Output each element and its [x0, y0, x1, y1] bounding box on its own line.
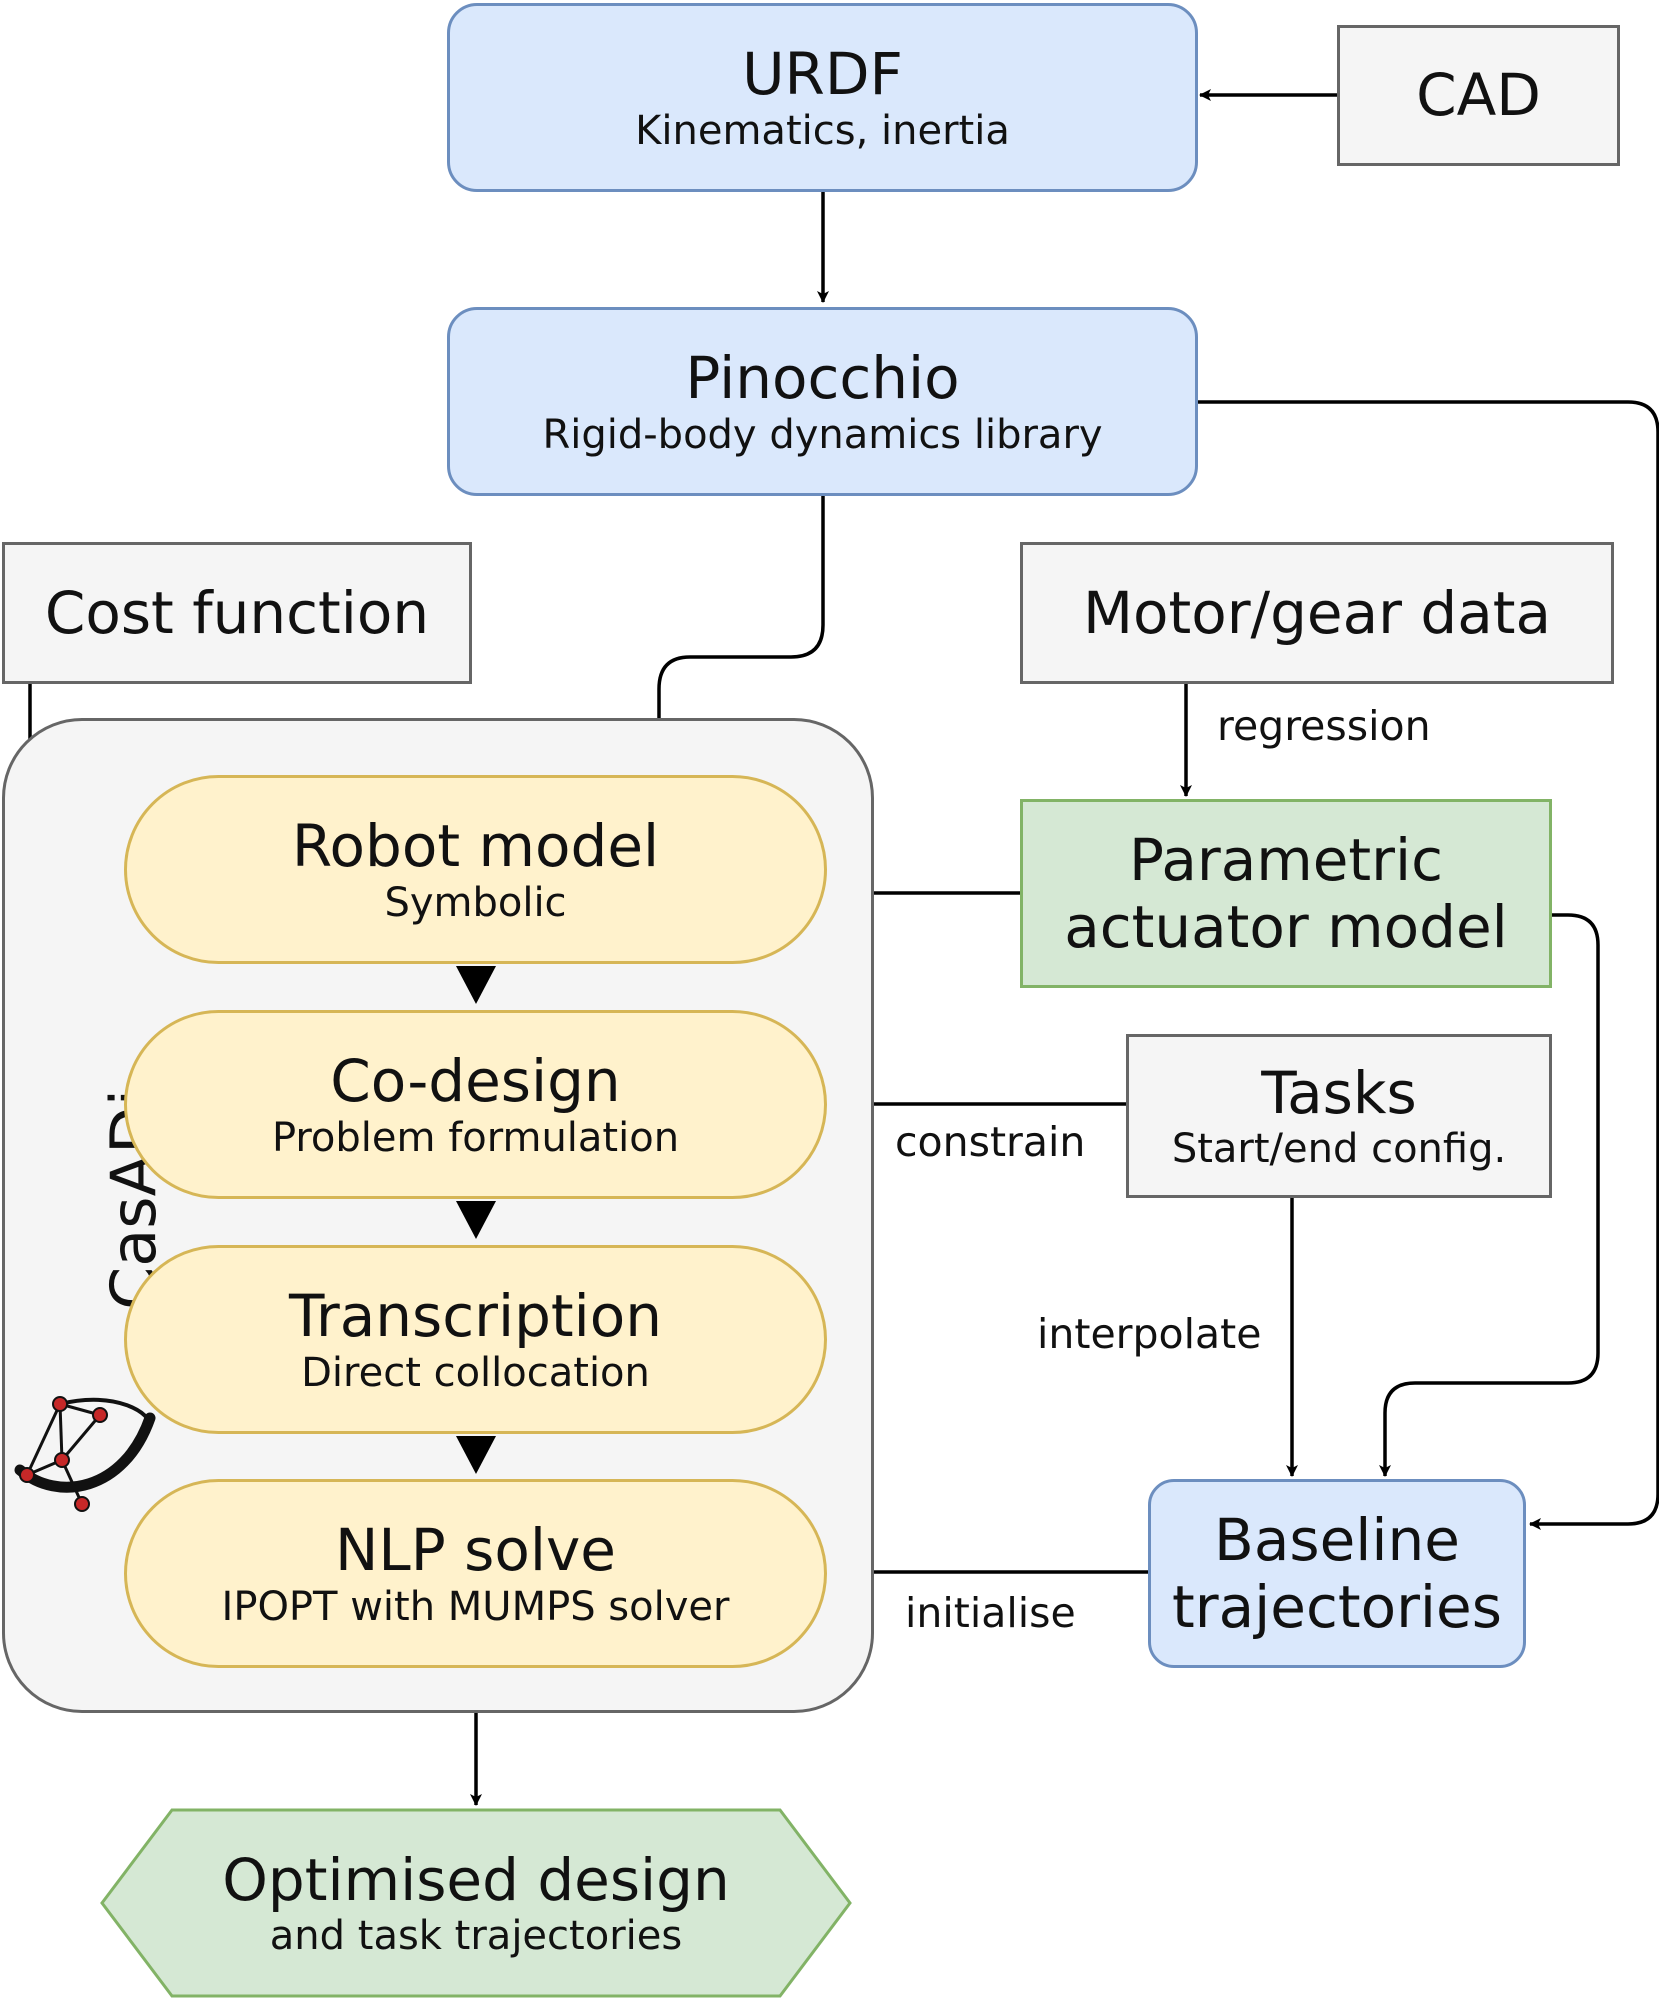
connector-transcription-nlp [456, 1436, 496, 1474]
urdf-node: URDF Kinematics, inertia [447, 3, 1198, 192]
casadi-logo-icon [14, 1396, 156, 1512]
edge-label-regression: regression [1217, 702, 1431, 750]
edge-label-constrain: constrain [895, 1118, 1086, 1166]
pinocchio-subtitle: Rigid-body dynamics library [542, 411, 1103, 458]
robot-model-node: Robot model Symbolic [124, 775, 827, 964]
nlp-subtitle: IPOPT with MUMPS solver [221, 1583, 730, 1630]
edge-parametric-baseline [1379, 913, 1600, 1477]
parametric-title-line2: actuator model [1064, 892, 1508, 961]
pinocchio-node: Pinocchio Rigid-body dynamics library [447, 307, 1198, 496]
cad-title: CAD [1416, 61, 1541, 130]
parametric-title-line1: Parametric [1128, 825, 1444, 894]
edge-pinocchio-baseline [1198, 400, 1659, 1530]
connector-robot-codesign [456, 966, 496, 1004]
tasks-title: Tasks [1261, 1058, 1417, 1127]
tasks-node: Tasks Start/end config. [1126, 1034, 1552, 1198]
optimised-title: Optimised design [222, 1845, 730, 1914]
optimised-hexagon [100, 1808, 852, 1998]
optimised-subtitle: and task trajectories [269, 1913, 683, 1960]
transcription-title: Transcription [288, 1282, 663, 1351]
cost-function-node: Cost function [2, 542, 472, 684]
edge-label-initialise: initialise [905, 1589, 1076, 1637]
optimised-node: Optimised design and task trajectories [100, 1808, 852, 1998]
motor-gear-node: Motor/gear data [1020, 542, 1614, 684]
connector-codesign-transcription [456, 1201, 496, 1239]
baseline-title-line1: Baseline [1214, 1505, 1460, 1574]
robot-model-subtitle: Symbolic [384, 879, 567, 926]
codesign-node: Co-design Problem formulation [124, 1010, 827, 1199]
parametric-actuator-node: Parametric actuator model [1020, 799, 1552, 988]
nlp-solve-node: NLP solve IPOPT with MUMPS solver [124, 1479, 827, 1668]
edge-pinocchio-robotmodel [653, 496, 825, 770]
tasks-subtitle: Start/end config. [1171, 1126, 1507, 1173]
robot-model-title: Robot model [291, 812, 660, 881]
nlp-title: NLP solve [335, 1516, 616, 1585]
codesign-subtitle: Problem formulation [271, 1114, 680, 1161]
edge-label-interpolate: interpolate [1037, 1310, 1262, 1358]
baseline-node: Baseline trajectories [1148, 1479, 1526, 1668]
codesign-title: Co-design [330, 1047, 621, 1116]
transcription-subtitle: Direct collocation [301, 1349, 650, 1396]
cad-node: CAD [1337, 25, 1620, 166]
motor-gear-title: Motor/gear data [1082, 578, 1552, 647]
urdf-subtitle: Kinematics, inertia [635, 107, 1010, 154]
pinocchio-title: Pinocchio [685, 344, 960, 413]
cost-function-title: Cost function [44, 578, 430, 647]
baseline-title-line2: trajectories [1172, 1572, 1502, 1641]
transcription-node: Transcription Direct collocation [124, 1245, 827, 1434]
urdf-title: URDF [742, 40, 903, 109]
